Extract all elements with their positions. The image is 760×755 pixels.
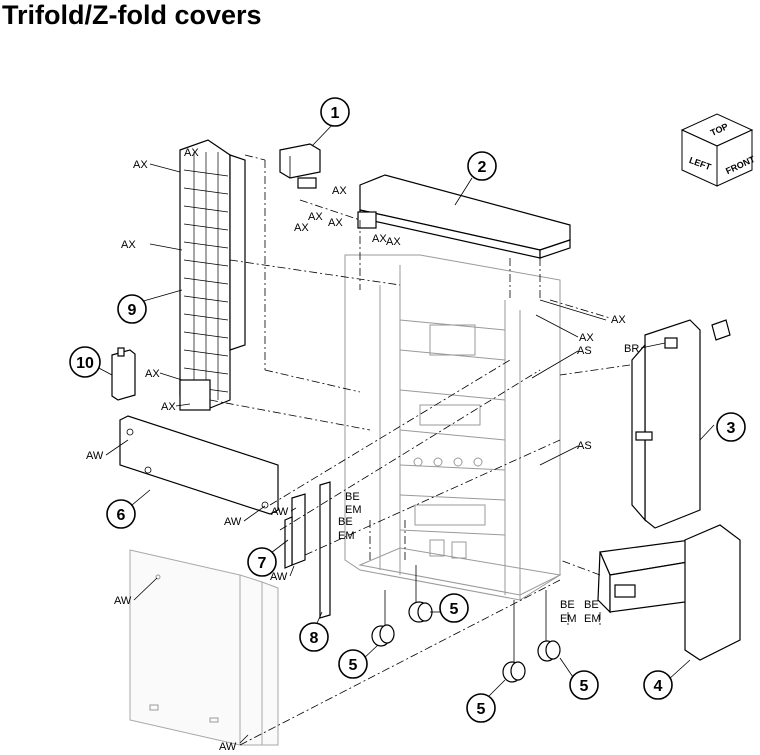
callout-5: 5 xyxy=(466,693,496,723)
svg-text:2: 2 xyxy=(478,159,487,176)
label-ax: AX xyxy=(372,233,387,245)
callout-4: 4 xyxy=(643,670,673,700)
caster-2 xyxy=(408,565,433,623)
label-aw: AW xyxy=(114,595,132,607)
label-be: BE xyxy=(338,516,353,528)
label-ax: AX xyxy=(294,222,309,234)
label-ax: AX xyxy=(579,332,594,344)
callout-5: 5 xyxy=(439,593,469,623)
orientation-cube: TOP LEFT FRONT xyxy=(680,113,757,187)
label-br: BR xyxy=(624,343,639,355)
label-ax: AX xyxy=(308,211,323,223)
svg-text:4: 4 xyxy=(654,678,663,695)
label-ax: AX xyxy=(121,239,136,251)
caster-1 xyxy=(371,590,395,647)
callout-6: 6 xyxy=(106,499,136,529)
callout-circles: 1 2 3 4 5 5 5 5 6 7 8 9 10 xyxy=(69,97,746,723)
label-ax: AX xyxy=(184,147,199,159)
svg-text:9: 9 xyxy=(128,302,137,319)
front-doors xyxy=(129,549,279,746)
label-as: AS xyxy=(577,440,592,452)
finisher-frame xyxy=(344,254,562,601)
label-aw: AW xyxy=(224,516,242,528)
label-ax: AX xyxy=(611,314,626,326)
part-8-rail xyxy=(319,481,331,619)
page-title: Trifold/Z-fold covers xyxy=(2,0,262,30)
label-ax: AX xyxy=(161,401,176,413)
label-ax: AX xyxy=(332,185,347,197)
label-aw: AW xyxy=(271,506,289,518)
svg-text:7: 7 xyxy=(258,555,267,572)
label-ax: AX xyxy=(145,368,160,380)
assembly-lines xyxy=(209,154,631,746)
label-em: EM xyxy=(584,613,601,625)
label-aw: AW xyxy=(219,741,237,753)
label-ax: AX xyxy=(328,217,343,229)
part-10-bracket xyxy=(111,347,136,401)
label-em: EM xyxy=(345,504,362,516)
label-em: EM xyxy=(338,530,355,542)
caster-3 xyxy=(502,600,526,683)
part-7-bracket xyxy=(284,493,306,569)
callout-5: 5 xyxy=(338,649,368,679)
callout-3: 3 xyxy=(716,412,746,442)
caster-group xyxy=(371,565,561,683)
callout-10: 10 xyxy=(69,346,101,378)
svg-text:6: 6 xyxy=(117,507,126,524)
part-labels: AX AX AX AX AX AX AX AX AX AX AX AX AX A… xyxy=(86,147,639,753)
part-2-top-cover xyxy=(357,174,571,259)
svg-text:5: 5 xyxy=(580,678,589,695)
svg-text:1: 1 xyxy=(331,105,340,122)
part-3-right-cover xyxy=(631,319,731,529)
svg-text:5: 5 xyxy=(349,657,358,674)
part-4-bin xyxy=(597,524,741,661)
svg-text:5: 5 xyxy=(450,601,459,618)
caster-4 xyxy=(537,590,561,662)
label-aw: AW xyxy=(270,571,288,583)
callout-5: 5 xyxy=(569,670,599,700)
part-9-grid-cover xyxy=(179,139,246,411)
callout-7: 7 xyxy=(247,547,277,577)
label-be: BE xyxy=(560,599,575,611)
label-aw: AW xyxy=(86,450,104,462)
label-ax: AX xyxy=(133,159,148,171)
label-as: AS xyxy=(577,345,592,357)
svg-text:8: 8 xyxy=(310,630,319,647)
callout-2: 2 xyxy=(467,151,497,181)
callout-1: 1 xyxy=(320,97,350,127)
part-6-plate xyxy=(119,415,279,515)
svg-text:5: 5 xyxy=(477,701,486,718)
label-em: EM xyxy=(560,613,577,625)
callout-8: 8 xyxy=(299,622,329,652)
part-1-bracket xyxy=(279,143,321,189)
label-be: BE xyxy=(345,491,360,503)
callout-9: 9 xyxy=(117,294,147,324)
svg-text:3: 3 xyxy=(727,420,736,437)
label-ax: AX xyxy=(386,236,401,248)
label-be: BE xyxy=(584,599,599,611)
svg-text:10: 10 xyxy=(76,355,94,372)
